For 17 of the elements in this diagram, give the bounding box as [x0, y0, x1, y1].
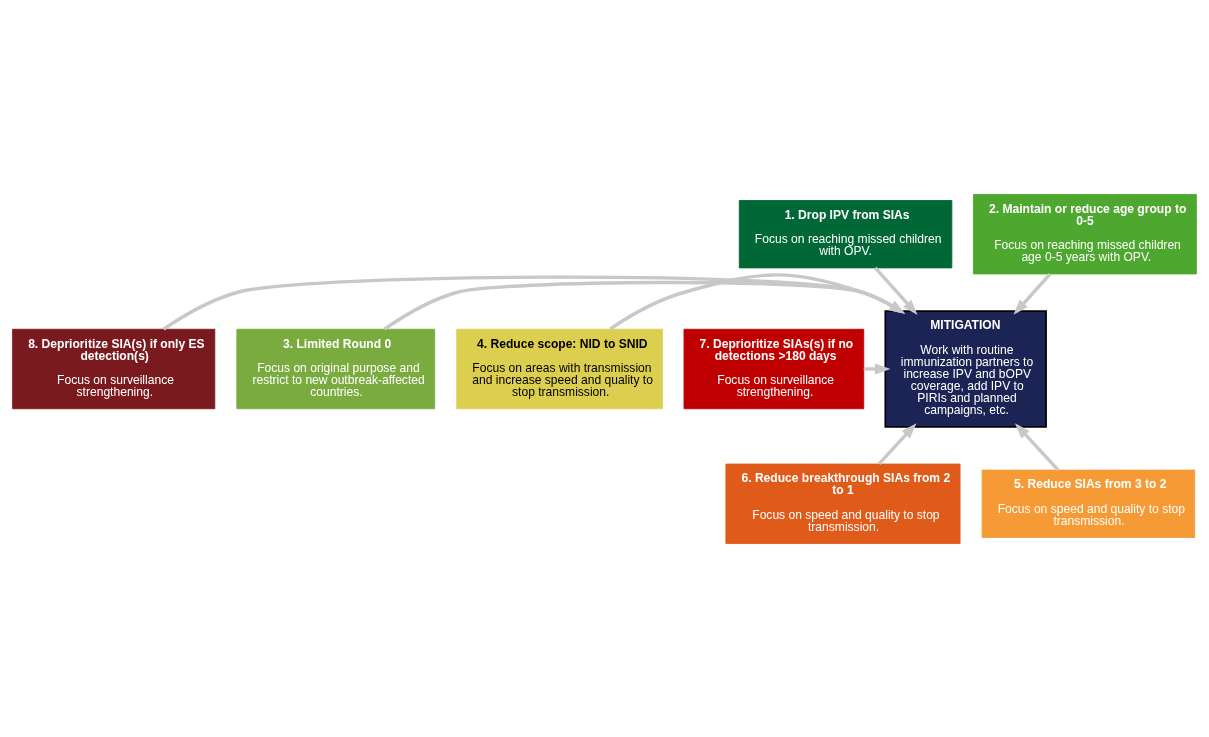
node-box: MITIGATION Work with routine immunization partners to increase IPV and bOPV coverage, add IPV to PIRIs and planned campaigns, etc.	[884, 309, 1047, 428]
node-box: 5. Reduce SIAs from 3 to 2 Focus on speed and quality to stop transmission.	[981, 469, 1196, 538]
node-box: 8. Deprioritize SIA(s) if only ES detection(s) Focus on surveillance strengthening.	[12, 328, 216, 409]
arrow	[877, 422, 917, 465]
node-box: 7. Deprioritize SIAs(s) if no detections >180 days Focus on surveillance strengthening.	[683, 328, 865, 409]
node-box: 3. Limited Round 0 Focus on original purpose and restrict to new outbreak-affected countries.	[236, 328, 436, 409]
arrow	[383, 280, 906, 331]
node-box: 4. Reduce scope: NID to SNID Focus on areas with transmission and increase speed and quality to stop transmission.	[456, 328, 663, 409]
node-box: 2. Maintain or reduce age group to 0-5 Focus on reaching missed children age 0-5 years with OPV.	[973, 193, 1197, 274]
node-box: 1. Drop IPV from SIAs Focus on reaching missed children with OPV.	[738, 199, 953, 268]
arrow	[162, 274, 906, 331]
node-box: 6. Reduce breakthrough SIAs from 2 to 1 Focus on speed and quality to stop transmission.	[725, 463, 961, 544]
arrow	[608, 272, 906, 331]
arrow	[863, 363, 891, 374]
arrow	[874, 266, 918, 315]
arrow	[1013, 272, 1052, 315]
arrow	[1014, 422, 1060, 471]
